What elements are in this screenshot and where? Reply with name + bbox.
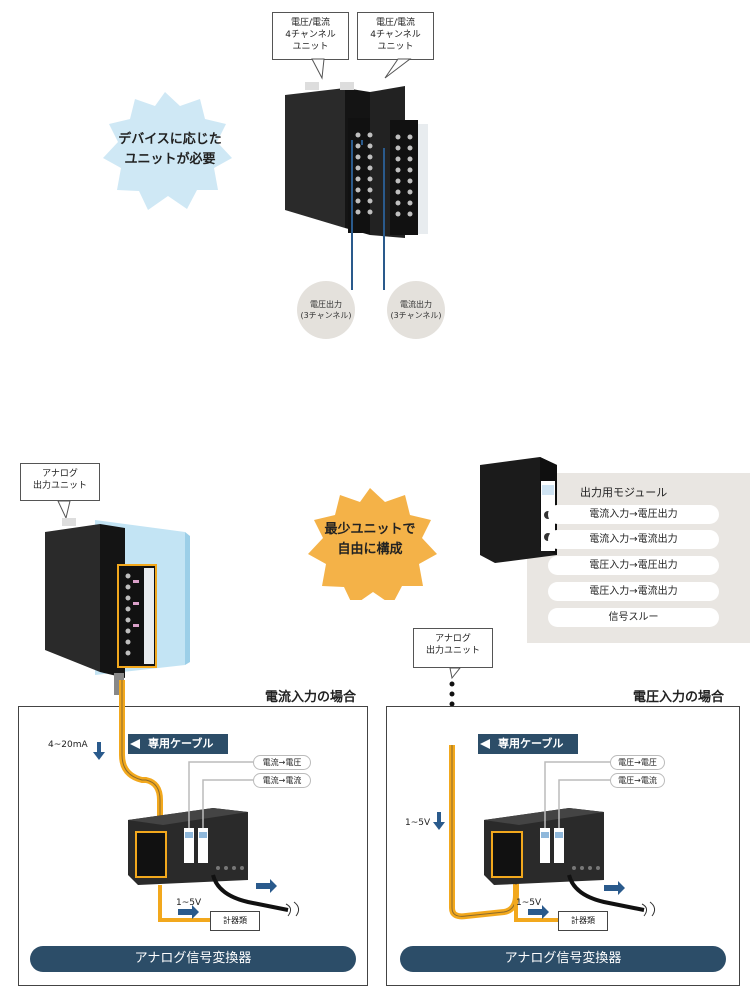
case-current-diagram <box>93 680 300 922</box>
case-current-title: 電流入力の場合 <box>265 690 357 705</box>
analog-unit-illustration <box>45 500 190 695</box>
case-voltage-input-label: 1~5V <box>405 818 431 828</box>
case-current-tag-current-to-voltage: 電流→電圧 <box>253 755 311 770</box>
module-item-signal-through: 信号スルー <box>548 608 719 627</box>
case-voltage-cable-label: 専用ケーブル <box>478 734 578 754</box>
case-current-output-label: 1~5V <box>176 898 202 908</box>
circle-current-output: 電流出力 (3チャンネル) <box>387 281 445 339</box>
burst-blue <box>103 92 232 210</box>
module-title: 出力用モジュール <box>580 486 668 499</box>
case-voltage-footer: アナログ信号変換器 <box>400 946 726 972</box>
case-current-meter: 計器類 <box>210 911 260 931</box>
callout-analog-output-unit: アナログ 出力ユニット <box>20 463 100 501</box>
unit-4ch-right <box>340 82 428 238</box>
output-module-device <box>480 457 557 563</box>
burst-text-device-unit: デバイスに応じた ユニットが必要 <box>118 132 222 167</box>
module-item-voltage-to-current: 電圧入力→電流出力 <box>548 582 719 601</box>
case-current-footer: アナログ信号変換器 <box>30 946 356 972</box>
callout-analog-output-unit-2: アナログ 出力ユニット <box>413 628 493 668</box>
callout-4ch-unit-right: 電圧/電流 4チャンネル ユニット <box>357 12 434 60</box>
case-current-input-label: 4~20mA <box>48 740 88 750</box>
top-units-illustration <box>103 58 428 290</box>
case-current-cable-label: 専用ケーブル <box>128 734 228 754</box>
case-voltage-meter: 計器類 <box>558 911 608 931</box>
output-wires <box>351 140 385 290</box>
case-voltage-title: 電圧入力の場合 <box>633 690 725 705</box>
module-item-voltage-to-voltage: 電圧入力→電圧出力 <box>548 556 719 575</box>
case-current-tag-current-to-current: 電流→電流 <box>253 773 311 788</box>
case-voltage-output-label: 1~5V <box>516 898 542 908</box>
case-voltage-diagram <box>433 745 656 922</box>
case-voltage-tag-voltage-to-voltage: 電圧→電圧 <box>610 755 665 770</box>
callout-4ch-unit-left: 電圧/電流 4チャンネル ユニット <box>272 12 349 60</box>
burst-text-minimal-units: 最少ユニットで 自由に構成 <box>324 522 416 557</box>
case-voltage-tag-voltage-to-current: 電圧→電流 <box>610 773 665 788</box>
module-item-current-to-current: 電流入力→電流出力 <box>548 530 719 549</box>
cable-label-arrow-icon <box>130 739 140 749</box>
burst-orange <box>308 488 437 600</box>
module-item-current-to-voltage: 電流入力→電圧出力 <box>548 505 719 524</box>
circle-voltage-output: 電圧出力 (3チャンネル) <box>297 281 355 339</box>
cable-label-arrow-icon-2 <box>480 739 490 749</box>
